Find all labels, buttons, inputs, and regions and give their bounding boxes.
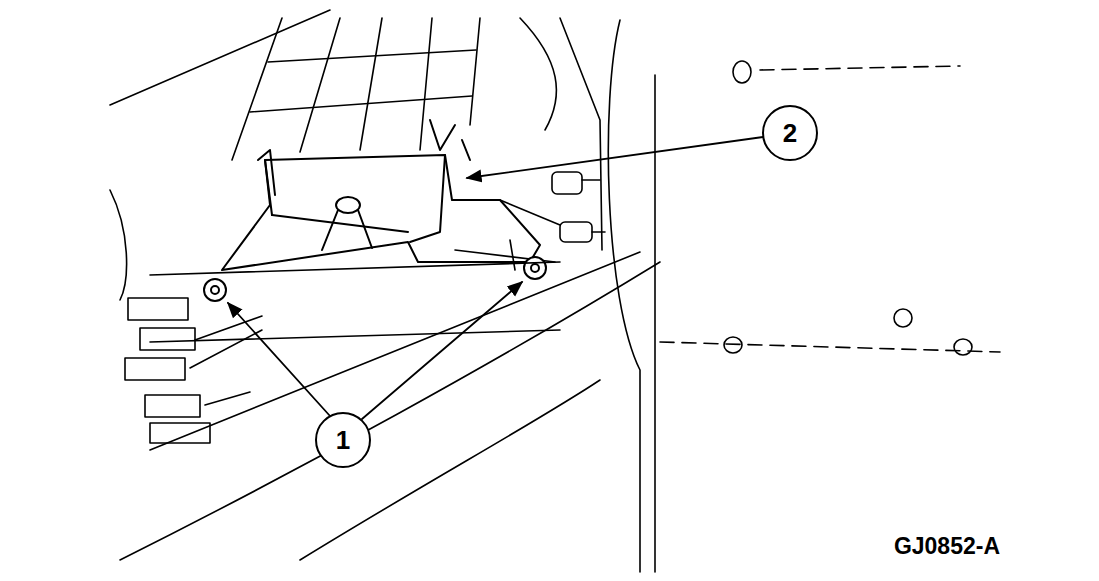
figure-code: GJ0852-A (894, 533, 1000, 560)
mounting-bracket (455, 172, 605, 270)
callout-number: 1 (336, 427, 350, 453)
callout-circle: 2 (762, 105, 818, 161)
restraint-module (222, 120, 540, 270)
callout-circle: 1 (315, 412, 371, 468)
leader-arrow (228, 137, 763, 419)
floor-console (120, 252, 660, 560)
callout-number: 2 (783, 120, 797, 146)
body-panel (608, 20, 1000, 572)
